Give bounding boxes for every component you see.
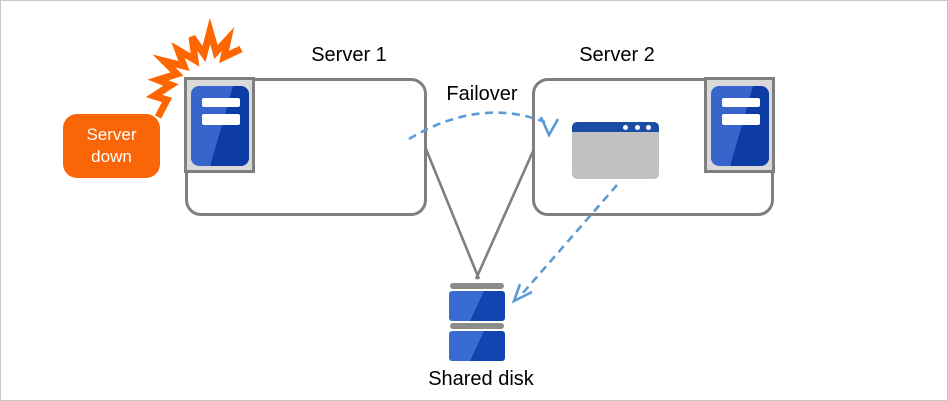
server-slot-icon xyxy=(202,98,240,107)
failover-label: Failover xyxy=(446,83,518,105)
application-window-icon xyxy=(572,122,659,179)
server1-server-icon xyxy=(184,77,255,173)
server-slot-icon xyxy=(202,114,240,125)
shared-disk-label: Shared disk xyxy=(428,368,534,390)
server-slot-icon xyxy=(722,114,760,125)
server2-label: Server 2 xyxy=(579,44,655,66)
window-dot-icon xyxy=(623,124,628,130)
server2-to-disk-line xyxy=(474,148,536,280)
window-dot-icon xyxy=(634,124,640,130)
server-chassis-icon xyxy=(711,86,769,166)
server-down-badge: Server down xyxy=(63,114,160,178)
server-chassis-icon xyxy=(191,86,249,166)
failover-arrow xyxy=(408,111,546,141)
window-titlebar xyxy=(572,122,659,132)
disk-platter-icon xyxy=(449,291,505,321)
disk-bar-icon xyxy=(450,323,504,329)
server-slot-icon xyxy=(722,98,760,107)
disk-platter-icon xyxy=(449,331,505,361)
disk-bar-icon xyxy=(450,283,504,289)
window-dot-icon xyxy=(646,124,651,130)
server1-to-disk-line xyxy=(424,148,481,280)
server2-server-icon xyxy=(704,77,775,173)
app-to-disk-arrowhead-icon xyxy=(511,283,533,304)
server1-label: Server 1 xyxy=(311,44,387,66)
shared-disk-icon xyxy=(449,283,505,361)
